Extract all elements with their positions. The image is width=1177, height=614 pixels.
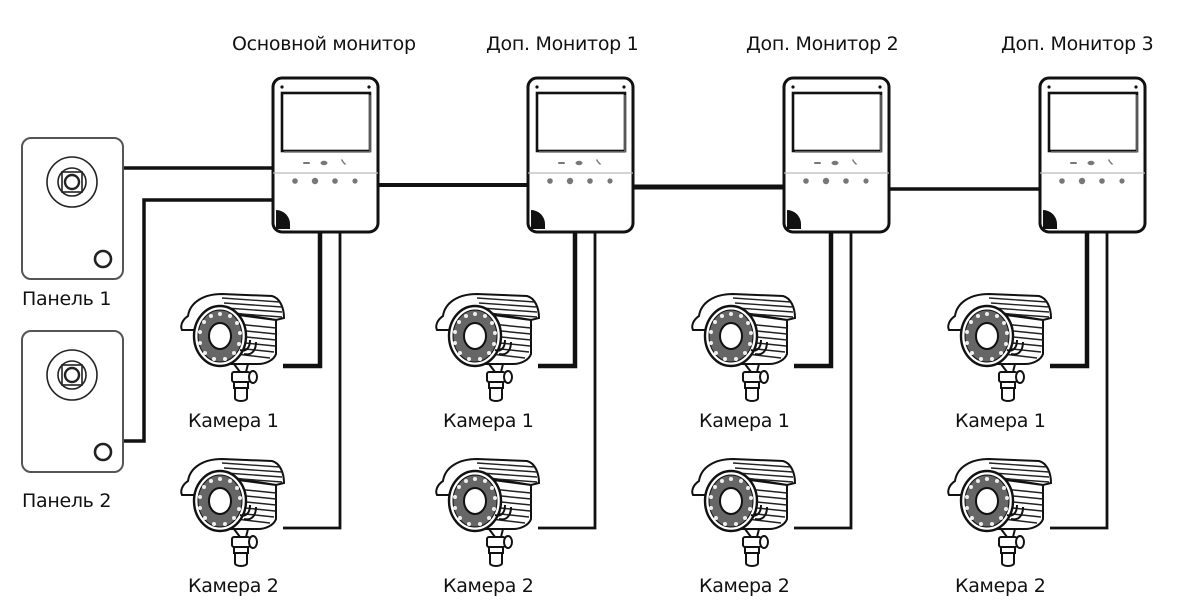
panel-label-1: Панель 1 xyxy=(22,288,112,310)
door-panel-icon xyxy=(20,329,125,474)
camera-label-1: Камера 1 xyxy=(188,410,279,432)
monitor-icon xyxy=(1038,76,1147,234)
wire-camera-2 xyxy=(1050,230,1109,530)
panel-label-2: Панель 2 xyxy=(22,490,112,512)
camera-1-icon xyxy=(947,292,1053,403)
monitor-label-extra-3: Доп. Монитор 3 xyxy=(1001,33,1154,55)
wire-camera-1 xyxy=(794,230,834,369)
door-panel-1 xyxy=(20,136,125,281)
camera-2-icon xyxy=(435,457,541,568)
camera-1-icon xyxy=(180,292,286,403)
monitor-groups xyxy=(180,76,1147,568)
monitor-label-extra-1: Доп. Монитор 1 xyxy=(486,33,639,55)
monitor-group-extra-3 xyxy=(947,76,1147,568)
wire-camera-2 xyxy=(538,230,597,530)
wire-panel2-main xyxy=(123,198,275,443)
wire-camera-1 xyxy=(538,230,578,369)
camera-label-2: Камера 2 xyxy=(443,575,534,597)
camera-label-2: Камера 2 xyxy=(188,575,279,597)
camera-1-icon xyxy=(435,292,541,403)
monitor-label-extra-2: Доп. Монитор 2 xyxy=(746,33,899,55)
door-panel-icon xyxy=(20,136,125,281)
wire-camera-1 xyxy=(283,230,323,369)
camera-label-1: Камера 1 xyxy=(443,410,534,432)
wires xyxy=(123,166,1042,443)
monitor-group-extra-2 xyxy=(691,76,891,568)
camera-1-icon xyxy=(691,292,797,403)
camera-label-1: Камера 1 xyxy=(955,410,1046,432)
wire-camera-1 xyxy=(1050,230,1090,369)
monitor-label-main: Основной монитор xyxy=(232,33,416,55)
wire-camera-2 xyxy=(794,230,853,530)
camera-label-2: Камера 2 xyxy=(955,575,1046,597)
camera-2-icon xyxy=(180,457,286,568)
camera-label-1: Камера 1 xyxy=(699,410,790,432)
monitor-icon xyxy=(271,76,380,234)
door-panel-2 xyxy=(20,329,125,474)
camera-2-icon xyxy=(947,457,1053,568)
camera-2-icon xyxy=(691,457,797,568)
monitor-icon xyxy=(782,76,891,234)
monitor-group-main xyxy=(180,76,380,568)
wire-camera-2 xyxy=(283,230,342,530)
monitor-icon xyxy=(526,76,635,234)
monitor-group-extra-1 xyxy=(435,76,635,568)
camera-label-2: Камера 2 xyxy=(699,575,790,597)
